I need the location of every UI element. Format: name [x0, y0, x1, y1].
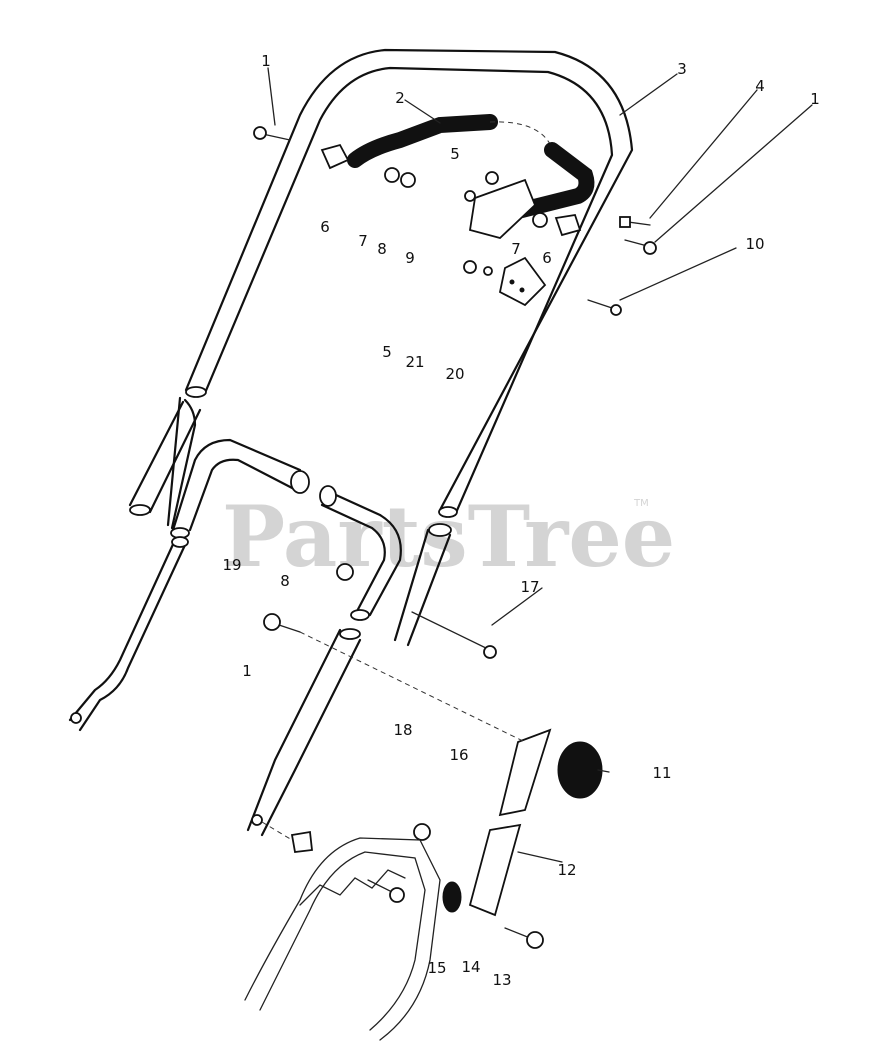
callout-1c: 1 [242, 662, 252, 680]
callout-12: 12 [557, 861, 576, 879]
callout-10: 10 [745, 235, 764, 253]
callout-18: 18 [393, 721, 412, 739]
control-bar [347, 114, 595, 218]
callout-6a: 6 [320, 218, 330, 236]
callout-8a: 8 [377, 240, 387, 258]
callout-15: 15 [427, 959, 446, 977]
callout-4: 4 [755, 77, 765, 95]
callout-8b: 8 [280, 572, 290, 590]
callout-13: 13 [492, 971, 511, 989]
lower-hardware [263, 563, 603, 949]
lower-handle [68, 536, 362, 837]
callout-11: 11 [652, 764, 671, 782]
deck-outline [244, 837, 441, 1041]
callout-5a: 5 [450, 145, 460, 163]
callout-21: 21 [405, 353, 424, 371]
callout-20: 20 [445, 365, 464, 383]
callout-6b: 6 [542, 249, 552, 267]
callout-7a: 7 [358, 232, 368, 250]
callout-7b: 7 [511, 240, 521, 258]
watermark-tm: TM [633, 498, 649, 509]
callout-16: 16 [449, 746, 468, 764]
callout-17: 17 [520, 578, 539, 596]
middle-handle [170, 438, 402, 621]
callout-1b: 1 [810, 90, 820, 108]
callout-19: 19 [222, 556, 241, 574]
brackets [463, 178, 547, 307]
callout-labels: 1 2 3 4 1 5 6 7 8 9 7 6 10 5 21 20 19 8 … [222, 52, 819, 989]
callout-14: 14 [461, 958, 480, 976]
callout-5b: 5 [382, 343, 392, 361]
callout-9: 9 [405, 249, 415, 267]
callout-1a: 1 [261, 52, 271, 70]
upper-hardware [253, 126, 657, 316]
upper-handle [128, 48, 634, 647]
callout-3: 3 [677, 60, 687, 78]
callout-2: 2 [395, 89, 405, 107]
leaders [261, 67, 813, 863]
